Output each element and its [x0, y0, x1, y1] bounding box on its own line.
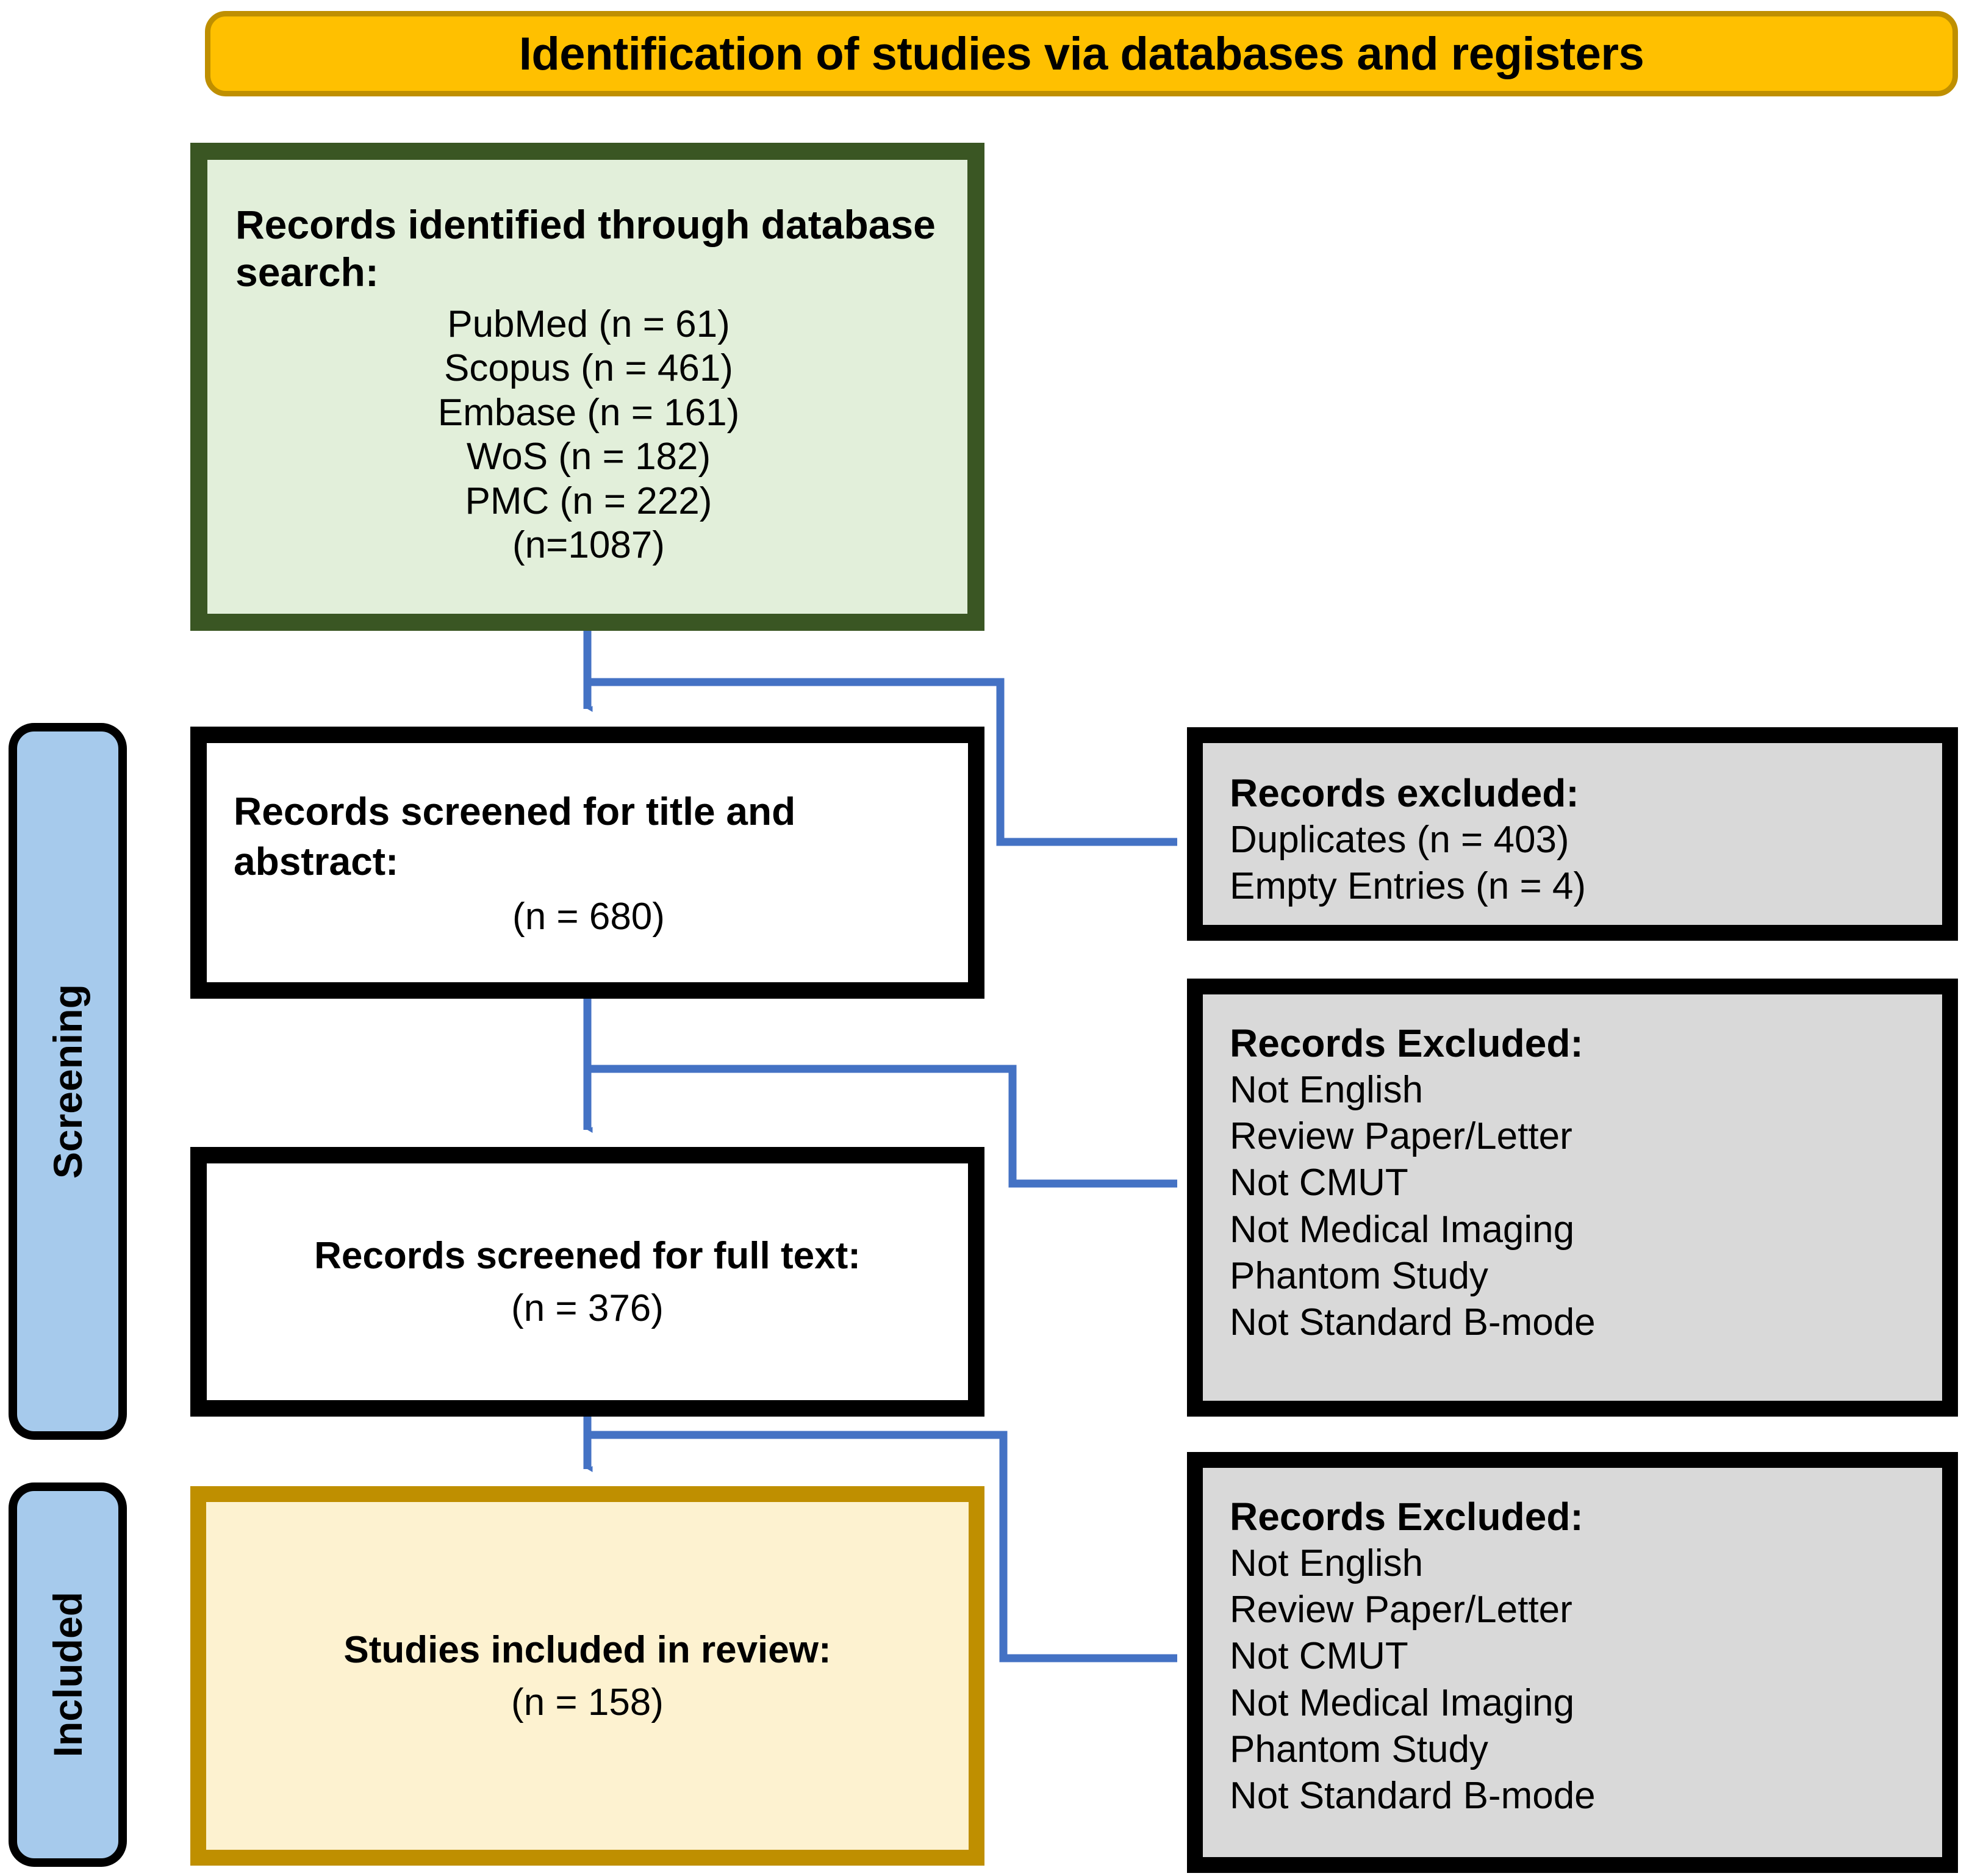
source-embase: Embase (n = 161) — [437, 391, 740, 434]
records-excluded-3-reason-review-paper: Review Paper/Letter — [1230, 1589, 1572, 1631]
records-excluded-1-heading: Records excluded: — [1230, 771, 1579, 815]
studies-included-box: Studies included in review: (n = 158) — [190, 1486, 984, 1866]
records-excluded-2-reason-not-standard-bmode: Not Standard B-mode — [1230, 1301, 1596, 1344]
records-excluded-1-reason-empty-entries: Empty Entries (n = 4) — [1230, 865, 1587, 908]
studies-included-count: (n = 158) — [511, 1681, 664, 1723]
records-excluded-2-reason-review-paper: Review Paper/Letter — [1230, 1115, 1572, 1158]
source-pubmed: PubMed (n = 61) — [447, 303, 730, 345]
source-total: (n=1087) — [512, 524, 665, 567]
records-excluded-2-reason-not-english: Not English — [1230, 1068, 1424, 1111]
stage-label-screening-text: Screening — [45, 983, 90, 1179]
records-screened-title-heading: Records screened for title and abstract: — [234, 789, 796, 883]
identification-stage-header: Identification of studies via databases … — [205, 11, 1958, 96]
records-excluded-3-reason-phantom-study: Phantom Study — [1230, 1728, 1488, 1770]
records-screened-full-text-box: Records screened for full text: (n = 376… — [190, 1147, 984, 1417]
page-title: Identification of studies via databases … — [518, 27, 1644, 80]
records-screened-title-abstract-box: Records screened for title and abstract:… — [190, 727, 984, 999]
records-screened-full-heading: Records screened for full text: — [314, 1235, 861, 1278]
stage-label-included-text: Included — [45, 1592, 90, 1758]
records-excluded-3-reason-not-english: Not English — [1230, 1542, 1424, 1584]
records-excluded-3-reason-not-cmut: Not CMUT — [1230, 1635, 1408, 1678]
records-excluded-2-reason-phantom-study: Phantom Study — [1230, 1254, 1488, 1297]
records-excluded-3-reason-not-standard-bmode: Not Standard B-mode — [1230, 1775, 1596, 1817]
records-screened-title-count: (n = 680) — [512, 896, 665, 938]
records-identified-heading: Records identified through database sear… — [235, 202, 936, 295]
source-pmc: PMC (n = 222) — [465, 480, 712, 522]
records-identified-source-list: PubMed (n = 61) Scopus (n = 461) Embase … — [235, 303, 942, 568]
studies-included-heading: Studies included in review: — [343, 1629, 831, 1672]
records-excluded-2-reason-not-cmut: Not CMUT — [1230, 1162, 1408, 1204]
records-identified-box: Records identified through database sear… — [190, 143, 984, 631]
source-scopus: Scopus (n = 461) — [444, 347, 733, 390]
records-excluded-2-heading: Records Excluded: — [1230, 1021, 1583, 1065]
records-excluded-2-box: Records Excluded: Not English Review Pap… — [1187, 979, 1958, 1417]
records-excluded-1-box: Records excluded: Duplicates (n = 403) E… — [1187, 727, 1958, 941]
records-excluded-2-reason-not-medical-imaging: Not Medical Imaging — [1230, 1208, 1575, 1251]
records-excluded-3-heading: Records Excluded: — [1230, 1495, 1583, 1539]
records-excluded-3-box: Records Excluded: Not English Review Pap… — [1187, 1452, 1958, 1873]
records-excluded-1-reason-duplicates: Duplicates (n = 403) — [1230, 818, 1569, 861]
records-screened-full-count: (n = 376) — [511, 1287, 664, 1329]
stage-label-screening: Screening — [9, 723, 127, 1440]
records-excluded-3-reason-not-medical-imaging: Not Medical Imaging — [1230, 1681, 1575, 1724]
source-wos: WoS (n = 182) — [466, 436, 711, 478]
stage-label-included: Included — [9, 1482, 127, 1867]
